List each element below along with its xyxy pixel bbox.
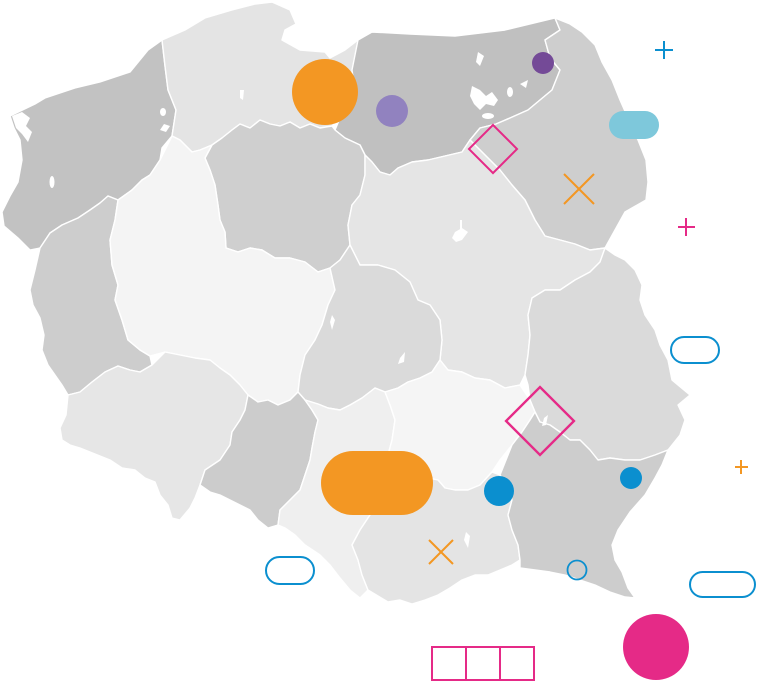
orange-cross-small-icon [428,539,454,565]
magenta-diamond-small [467,123,519,175]
magenta-diamond-large [504,385,576,457]
blue-outline-circle [566,559,588,581]
magenta-grid-outline [431,646,535,681]
lavender-circle [376,95,408,127]
blue-circle-small [620,467,642,489]
purple-circle [532,52,554,74]
light-blue-pill [609,111,659,139]
orange-plus-icon [735,460,748,474]
region-podkarpackie[interactable] [499,411,669,599]
lakes [12,52,548,548]
blue-outline-pill-right [670,336,720,364]
blue-outline-pill-left [265,556,315,585]
magenta-circle-large [623,614,689,680]
magenta-plus-icon [678,218,695,236]
orange-cross-icon [563,173,595,205]
orange-pill-large [321,451,433,515]
orange-circle-large [292,59,358,125]
blue-outline-pill-bottom-right [689,571,756,598]
blue-plus-icon [655,41,673,59]
blue-circle-medium [484,476,514,506]
